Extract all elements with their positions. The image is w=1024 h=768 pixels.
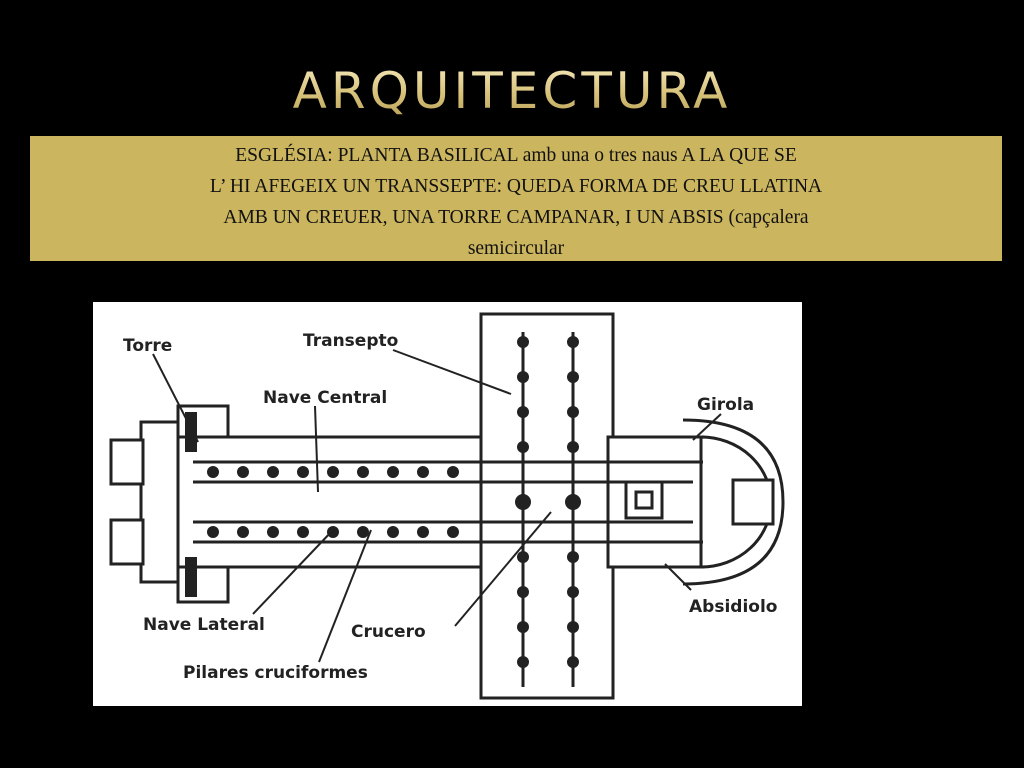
leader-lines xyxy=(152,349,722,663)
label-girola: Girola xyxy=(697,395,754,415)
plan-labels: Torre Transepto Nave Central Girola Absi… xyxy=(123,331,777,683)
label-torre: Torre xyxy=(123,336,172,356)
plan-walls xyxy=(109,312,785,700)
label-transepto: Transepto xyxy=(303,331,398,351)
description-box: ESGLÉSIA: PLANTA BASILICAL amb una o tre… xyxy=(30,136,1002,261)
label-nave-central: Nave Central xyxy=(263,388,387,408)
altar xyxy=(624,480,664,520)
description-line: ESGLÉSIA: PLANTA BASILICAL amb una o tre… xyxy=(235,145,797,166)
label-pilares: Pilares cruciformes xyxy=(183,663,368,683)
description-line: AMB UN CREUER, UNA TORRE CAMPANAR, I UN … xyxy=(223,207,809,228)
pillars xyxy=(207,336,581,668)
description-line: L’ HI AFEGEIX UN TRANSSEPTE: QUEDA FORMA… xyxy=(209,176,823,197)
slide-title: ARQUITECTURA xyxy=(0,62,1024,120)
label-nave-lateral: Nave Lateral xyxy=(143,615,265,635)
description-line: semicircular xyxy=(467,238,565,259)
label-crucero: Crucero xyxy=(351,622,426,642)
label-absidiolo: Absidiolo xyxy=(689,597,777,617)
church-floor-plan: Torre Transepto Nave Central Girola Absi… xyxy=(93,302,802,706)
